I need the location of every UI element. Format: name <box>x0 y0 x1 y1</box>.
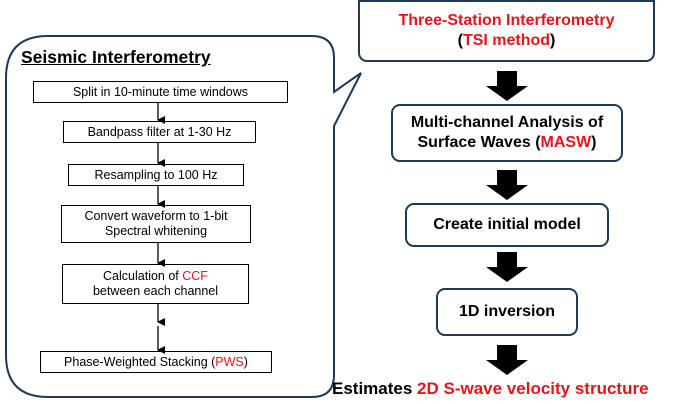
block-arrow-1 <box>486 71 528 101</box>
step-bandpass-filter: Bandpass filter at 1-30 Hz <box>63 121 256 143</box>
result-text: Estimates 2D S-wave velocity structure <box>332 379 649 398</box>
result-highlight: 2D S-wave velocity structure <box>417 379 649 398</box>
step-phase-weighted-stacking: Phase-Weighted Stacking (PWS) <box>40 351 272 373</box>
block-arrow-4 <box>486 345 528 375</box>
pws-label: PWS <box>215 354 244 369</box>
1d-inversion-box: 1D inversion <box>436 288 578 336</box>
step-resampling: Resampling to 100 Hz <box>68 164 244 186</box>
step-split-windows: Split in 10-minute time windows <box>33 81 288 103</box>
tsi-method-box: Three-Station Interferometry (TSI method… <box>358 0 655 62</box>
masw-box: Multi-channel Analysis of Surface Waves … <box>391 104 623 162</box>
block-arrow-2 <box>486 170 528 200</box>
step-calculation-ccf: Calculation of CCF between each channel <box>62 264 249 304</box>
panel-title: Seismic Interferometry <box>21 47 211 67</box>
ccf-label: CCF <box>182 269 208 283</box>
create-initial-model-box: Create initial model <box>405 203 609 247</box>
step-convert-whitening: Convert waveform to 1-bit Spectral white… <box>61 205 251 243</box>
block-arrow-3 <box>486 252 528 282</box>
